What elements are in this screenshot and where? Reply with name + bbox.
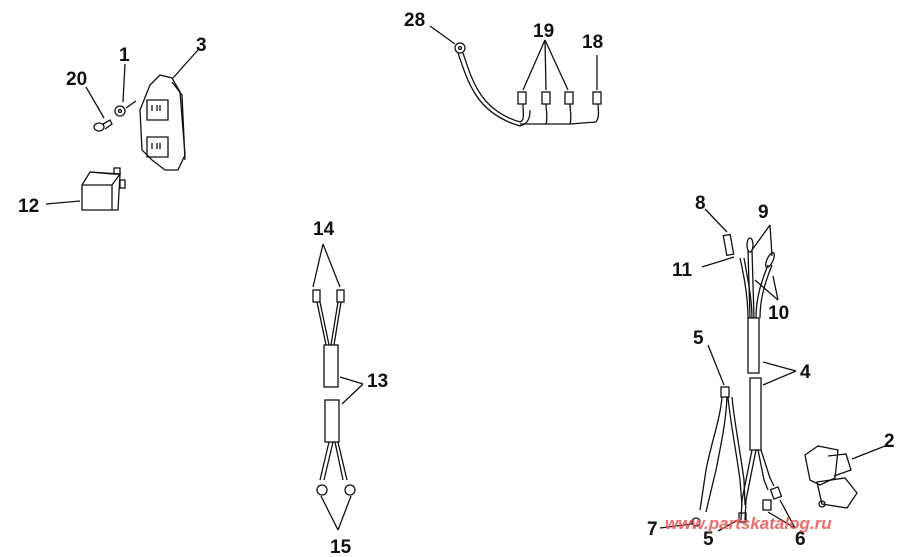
callout-10: 10 [768, 303, 790, 324]
callout-4: 4 [800, 362, 811, 383]
callout-3: 3 [196, 35, 207, 56]
watermark: www.partskatalog.ru [665, 514, 832, 533]
callout-7: 7 [647, 519, 658, 540]
callout-9: 9 [758, 202, 769, 223]
screw-part-20 [85, 86, 113, 132]
relay-part-12 [45, 167, 126, 211]
wire-harness-part-13 [312, 243, 364, 531]
callout-18: 18 [582, 32, 604, 53]
callout-28: 28 [404, 10, 426, 31]
callout-14: 14 [313, 219, 335, 240]
main-harness-part-4 [701, 208, 797, 529]
callout-19: 19 [533, 21, 555, 42]
solenoid-part-2 [804, 445, 886, 509]
callout-15: 15 [330, 537, 352, 557]
callout-20: 20 [66, 69, 88, 90]
callout-13: 13 [367, 371, 389, 392]
callout-5-lower: 5 [703, 529, 714, 550]
callout-6: 6 [795, 529, 806, 550]
callout-2: 2 [884, 431, 895, 452]
callout-8: 8 [695, 193, 706, 214]
cable-part-28 [429, 25, 602, 127]
callout-12: 12 [18, 196, 40, 217]
callout-11: 11 [672, 260, 693, 281]
callout-5-upper: 5 [693, 328, 704, 349]
lead-part-5 [659, 344, 747, 532]
washer-part-1 [114, 63, 137, 117]
callout-1: 1 [119, 45, 130, 66]
terminal-block-part-3 [139, 49, 199, 171]
